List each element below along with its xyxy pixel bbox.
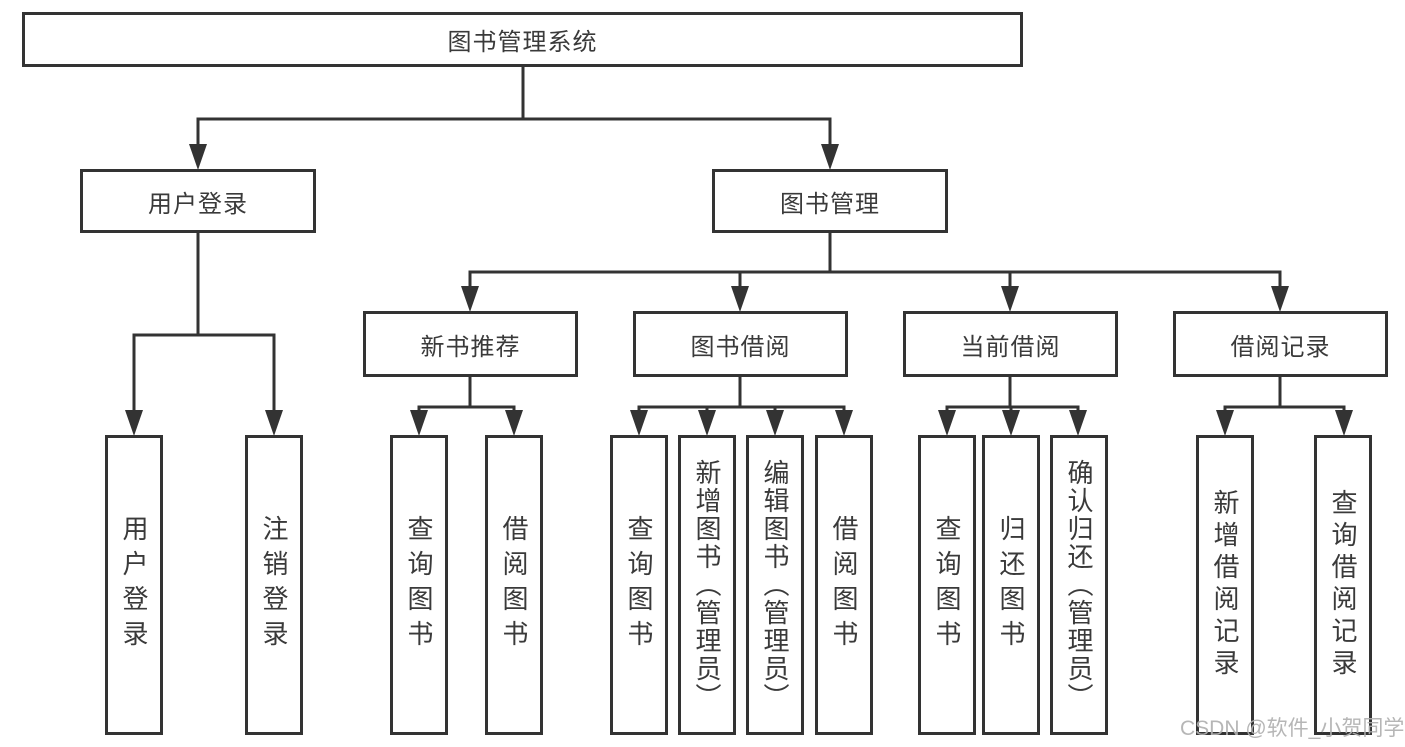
leaf-edit-books-admin-label: 编辑图书（管理员） xyxy=(760,459,790,711)
leaf-recommend-borrow-books: 借阅图书 xyxy=(485,435,543,735)
leaf-borrowing-borrow-books-label: 借阅图书 xyxy=(829,515,859,655)
leaf-query-borrow-record: 查询借阅记录 xyxy=(1314,435,1372,735)
node-root-system: 图书管理系统 xyxy=(22,12,1023,67)
leaf-add-borrow-record-label: 新增借阅记录 xyxy=(1210,489,1240,681)
leaf-return-books: 归还图书 xyxy=(982,435,1040,735)
leaf-user-login-label: 用户登录 xyxy=(119,515,149,655)
leaf-return-books-label: 归还图书 xyxy=(996,515,1026,655)
leaf-add-books-admin: 新增图书（管理员） xyxy=(678,435,736,735)
leaf-borrowing-query-books-label: 查询图书 xyxy=(624,515,654,655)
leaf-add-books-admin-label: 新增图书（管理员） xyxy=(692,459,722,711)
leaf-logout: 注销登录 xyxy=(245,435,303,735)
leaf-current-query-books: 查询图书 xyxy=(918,435,976,735)
node-borrow-records-label: 借阅记录 xyxy=(1230,333,1331,361)
leaf-edit-books-admin: 编辑图书（管理员） xyxy=(746,435,804,735)
node-current-borrowing: 当前借阅 xyxy=(903,311,1118,377)
node-current-borrowing-label: 当前借阅 xyxy=(960,333,1061,361)
leaf-confirm-return-admin: 确认归还（管理员） xyxy=(1050,435,1108,735)
leaf-current-query-books-label: 查询图书 xyxy=(932,515,962,655)
arrowhead-icons xyxy=(125,144,1353,436)
node-book-management: 图书管理 xyxy=(712,169,948,233)
node-new-book-recommend-label: 新书推荐 xyxy=(420,333,521,361)
leaf-query-borrow-record-label: 查询借阅记录 xyxy=(1328,489,1358,681)
node-root-label: 图书管理系统 xyxy=(447,29,598,56)
leaf-confirm-return-admin-label: 确认归还（管理员） xyxy=(1064,459,1094,711)
node-user-login: 用户登录 xyxy=(80,169,316,233)
leaf-recommend-query-books: 查询图书 xyxy=(390,435,448,735)
leaf-logout-label: 注销登录 xyxy=(259,515,289,655)
node-book-borrowing: 图书借阅 xyxy=(633,311,848,377)
node-book-borrowing-label: 图书借阅 xyxy=(690,333,791,361)
leaf-borrowing-borrow-books: 借阅图书 xyxy=(815,435,873,735)
node-borrow-records: 借阅记录 xyxy=(1173,311,1388,377)
leaf-borrowing-query-books: 查询图书 xyxy=(610,435,668,735)
leaf-recommend-query-books-label: 查询图书 xyxy=(404,515,434,655)
node-new-book-recommend: 新书推荐 xyxy=(363,311,578,377)
leaf-recommend-borrow-books-label: 借阅图书 xyxy=(499,515,529,655)
node-user-login-label: 用户登录 xyxy=(148,190,248,218)
leaf-user-login: 用户登录 xyxy=(105,435,163,735)
leaf-add-borrow-record: 新增借阅记录 xyxy=(1196,435,1254,735)
node-book-management-label: 图书管理 xyxy=(780,190,880,218)
